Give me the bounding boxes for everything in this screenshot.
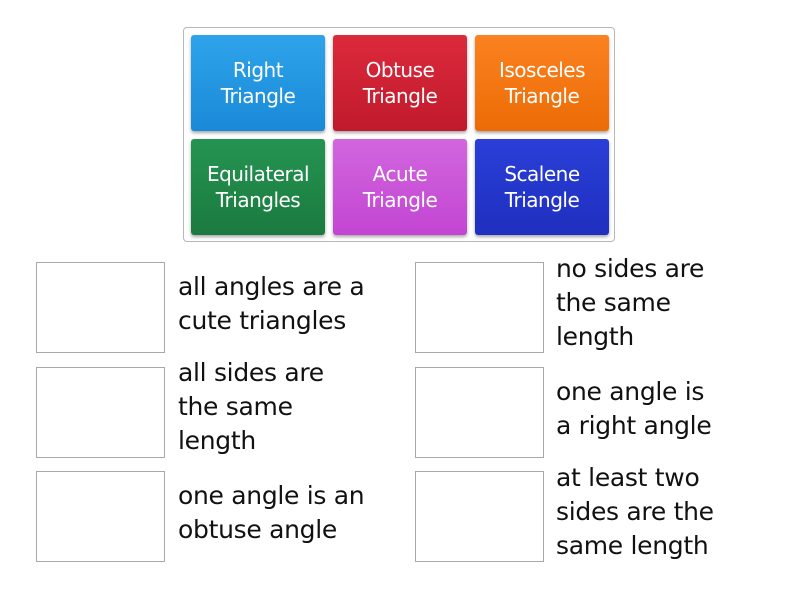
- match-description-6: at least two sides are the same length: [556, 463, 714, 560]
- match-description-3: all sides are the same length: [178, 358, 324, 455]
- match-description-1: all angles are a cute triangles: [178, 272, 365, 335]
- drop-slot-2[interactable]: [415, 262, 544, 353]
- match-description-4: one angle is a right angle: [556, 377, 712, 440]
- drop-slot-1[interactable]: [36, 262, 165, 353]
- drop-slot-4[interactable]: [415, 367, 544, 458]
- match-description-2: no sides are the same length: [556, 254, 705, 351]
- drop-slot-3[interactable]: [36, 367, 165, 458]
- match-description-5: one angle is an obtuse angle: [178, 481, 365, 544]
- drop-slot-5[interactable]: [36, 471, 165, 562]
- drop-slot-6[interactable]: [415, 471, 544, 562]
